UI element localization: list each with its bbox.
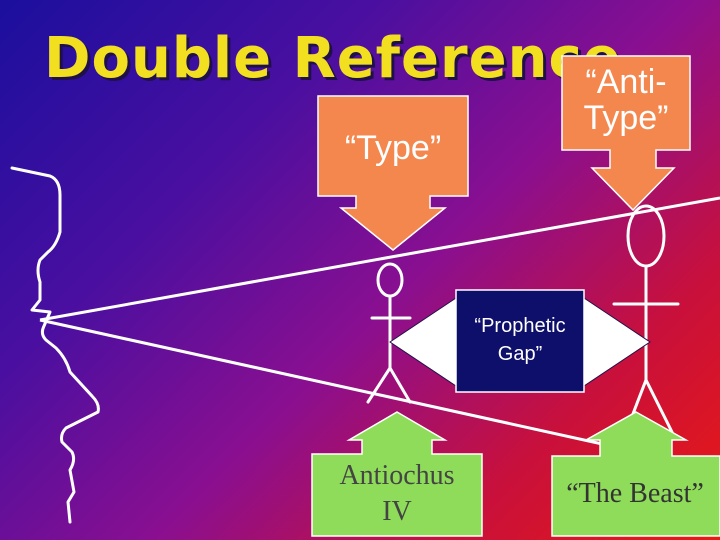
type-label: “Type” bbox=[344, 129, 442, 167]
antitype-callout-shape bbox=[561, 55, 691, 212]
stick-figure-antitype bbox=[612, 204, 680, 434]
type-callout-shape bbox=[317, 95, 469, 251]
stick-figure-type bbox=[366, 262, 412, 404]
the-beast-label: “The Beast” bbox=[566, 478, 704, 509]
face-profile bbox=[10, 166, 100, 524]
slide-title: Double Reference bbox=[44, 26, 622, 91]
beast-callout-shape bbox=[551, 411, 720, 537]
prophetic-gap-label: “Prophetic Gap” bbox=[474, 315, 566, 365]
antiochus-callout-shape bbox=[311, 411, 483, 537]
antiochus-label: Antiochus IV bbox=[339, 460, 455, 527]
antitype-label: “Anti- Type” bbox=[583, 63, 669, 137]
prophetic-gap-box bbox=[455, 289, 585, 393]
sight-line-upper bbox=[39, 196, 720, 322]
